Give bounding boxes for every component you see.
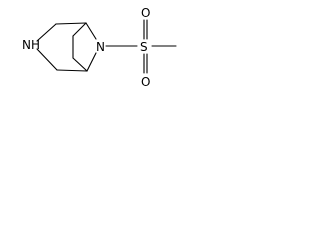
atom-label-oxygen-bottom: O [141,75,150,89]
bond-c4-c5 [56,69,88,72]
bond-c1-n8 [85,22,97,40]
ring-bonds [36,22,97,72]
bond-c5-n8 [86,52,97,72]
bond-c6-c5 [72,57,88,72]
molecular-structure-diagram: NH N S O O [22,6,177,89]
atom-label-n-bridge: N [96,40,105,54]
bond-n3-c2 [36,23,57,42]
bond-n3-c4 [36,48,58,71]
sulfonyl-bonds [105,19,177,74]
bond-c1-c7 [72,22,87,37]
atom-label-nh: NH [22,38,40,52]
atom-label-oxygen-top: O [141,6,150,20]
atom-label-sulfur: S [140,40,148,54]
bond-c2-c1 [55,22,87,25]
atom-labels: NH N S O O [22,6,150,89]
